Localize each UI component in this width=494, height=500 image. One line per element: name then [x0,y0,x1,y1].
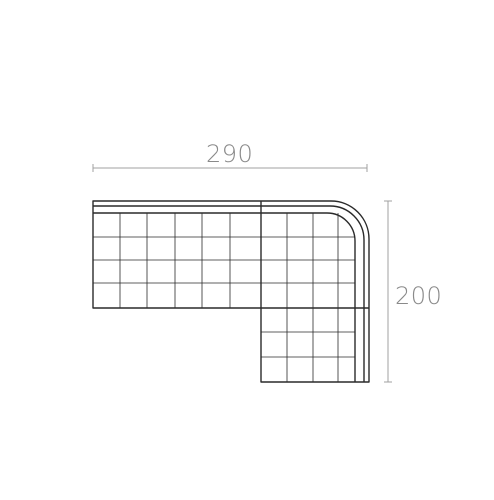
width-dimension-label: 290 [206,140,254,168]
depth-dimension-label: 200 [395,282,443,310]
sofa-outline [92,200,370,383]
back-line-2 [93,212,356,382]
depth-dimension-line [384,200,392,383]
width-dimension-line [92,164,368,172]
back-line-1 [93,205,365,382]
seat-grid [93,213,355,382]
sofa-outer-contour [92,200,370,383]
